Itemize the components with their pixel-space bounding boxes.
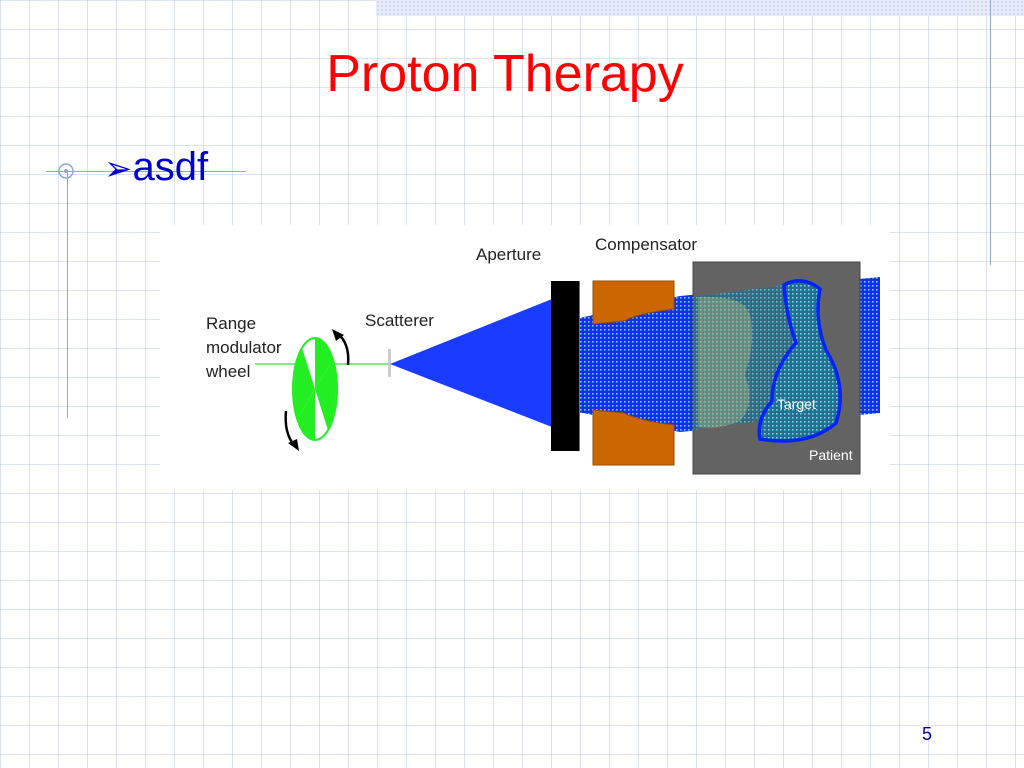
rotation-arrowhead-bottom-icon	[288, 439, 299, 451]
bullet-arrow-icon: ➢	[104, 150, 133, 188]
label-modulator: modulator	[206, 338, 282, 357]
label-patient: Patient	[809, 447, 853, 463]
label-compensator: Compensator	[595, 235, 697, 254]
beam-cone	[390, 299, 552, 427]
bullet-text: asdf	[132, 145, 209, 189]
bullet-rule	[46, 171, 246, 172]
right-rule	[990, 0, 991, 265]
label-range: Range	[206, 314, 256, 333]
compensator-top	[592, 280, 675, 325]
proton-therapy-diagram: Range modulator wheel Scatterer Aperture…	[160, 225, 890, 490]
label-wheel: wheel	[205, 362, 250, 381]
bullet-ornament-icon	[58, 163, 74, 179]
range-modulator-wheel	[292, 337, 338, 441]
left-rule	[67, 170, 68, 418]
label-aperture: Aperture	[476, 245, 541, 264]
aperture-block	[551, 281, 579, 451]
label-scatterer: Scatterer	[365, 311, 434, 330]
compensator-bottom	[592, 409, 675, 466]
header-band	[376, 0, 1024, 16]
bullet-item: ➢asdf	[104, 143, 208, 193]
slide-title: Proton Therapy	[326, 45, 684, 103]
page-number: 5	[921, 724, 932, 744]
dose-region	[698, 296, 753, 428]
scatterer-plate	[388, 349, 391, 377]
target-region	[757, 279, 842, 443]
label-target: Target	[777, 396, 816, 412]
rotation-arrowhead-top-icon	[332, 329, 344, 341]
